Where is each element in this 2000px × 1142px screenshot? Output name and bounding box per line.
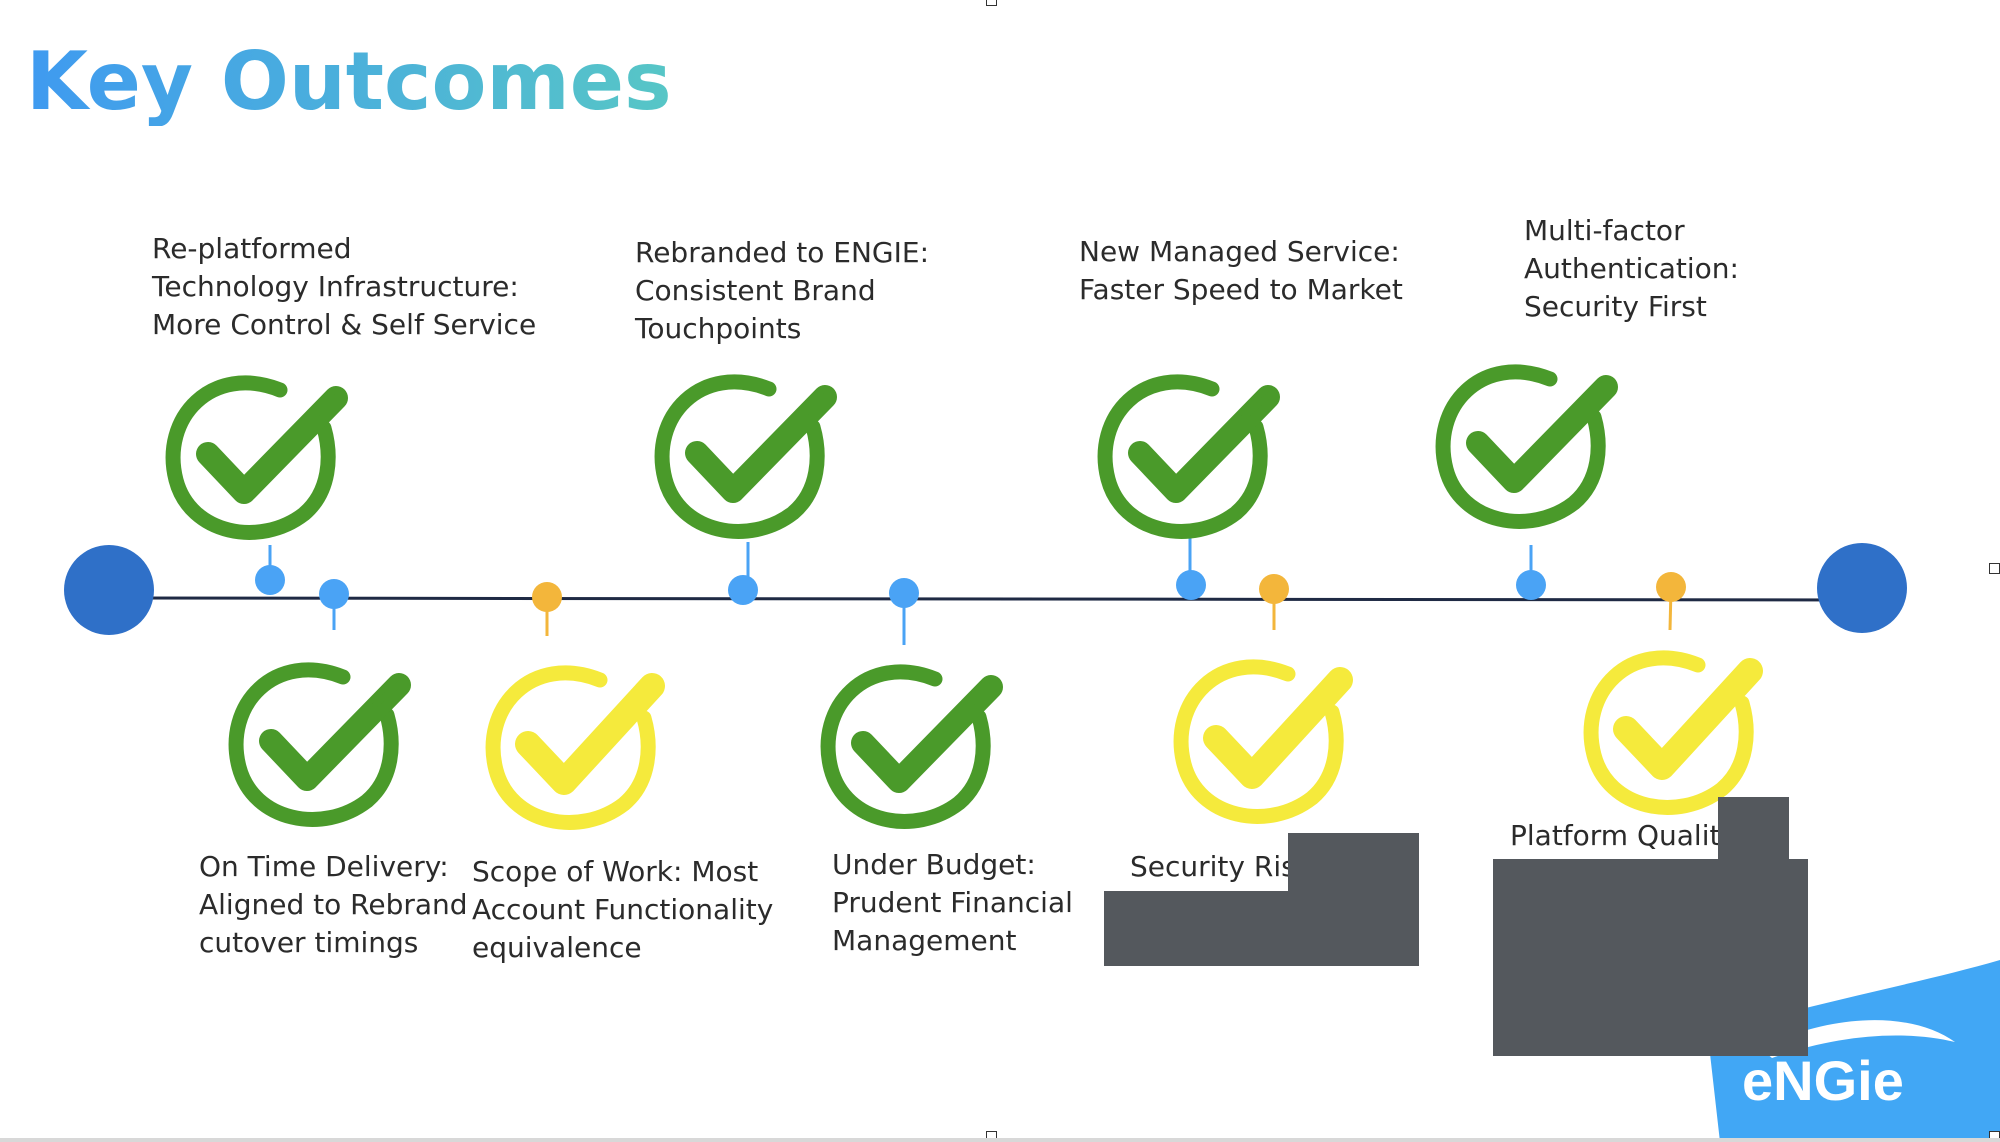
outcome-label-managed-service: New Managed Service: Faster Speed to Mar…	[1079, 233, 1403, 309]
label-line: Security First	[1524, 290, 1707, 323]
label-line: Account Functionality	[472, 893, 774, 926]
outcome-label-rebranded: Rebranded to ENGIE: Consistent Brand Tou…	[635, 234, 929, 348]
engie-logo: eNGie	[1708, 960, 2000, 1142]
green-check-icon	[828, 672, 997, 821]
label-line: Rebranded to ENGIE:	[635, 236, 930, 269]
outcome-label-security-risk: Security Risk	[1130, 848, 1312, 886]
selection-handle[interactable]	[1989, 563, 2000, 574]
label-line: Management	[832, 924, 1017, 957]
timeline-end-dot	[1817, 543, 1907, 633]
label-line: Multi-factor	[1524, 214, 1685, 247]
label-line: Re-platformed	[152, 232, 352, 265]
label-line: More Control & Self Service	[152, 308, 537, 341]
label-line: Security Risk	[1130, 850, 1312, 883]
outcome-label-mfa: Multi-factor Authentication: Security Fi…	[1524, 212, 1739, 326]
outcome-label-on-time: On Time Delivery: Aligned to Rebrand cut…	[199, 848, 468, 962]
label-line: Touchpoints	[635, 312, 802, 345]
outcome-label-scope: Scope of Work: Most Account Functionalit…	[472, 853, 773, 967]
green-check-icon	[1105, 382, 1274, 531]
label-line: cutover timings	[199, 926, 419, 959]
green-check-icon	[1443, 372, 1612, 521]
selection-handle[interactable]	[986, 0, 997, 6]
redaction-box	[1288, 833, 1419, 893]
label-line: Aligned to Rebrand	[199, 888, 468, 921]
redaction-box	[1718, 797, 1789, 859]
label-line: Authentication:	[1524, 252, 1739, 285]
yellow-check-icon	[493, 673, 652, 822]
green-check-icon	[173, 383, 342, 532]
green-check-icon	[236, 670, 405, 819]
green-check-icon	[662, 382, 831, 531]
timeline-start-dot	[64, 545, 154, 635]
label-line: Faster Speed to Market	[1079, 273, 1403, 306]
milestone-dot	[889, 578, 919, 608]
label-line: Scope of Work: Most	[472, 855, 759, 888]
milestone-dot	[319, 579, 349, 609]
milestone-stems	[268, 534, 1673, 645]
engie-logo-text: eNGie	[1742, 1049, 1904, 1112]
outcome-label-replatformed: Re-platformed Technology Infrastructure:…	[152, 230, 536, 344]
slide-bottom-border	[0, 1138, 2000, 1142]
label-line: Technology Infrastructure:	[152, 270, 519, 303]
redaction-box	[1493, 859, 1808, 1056]
timeline-line	[107, 596, 1863, 602]
label-line: Consistent Brand	[635, 274, 876, 307]
label-line: Under Budget:	[832, 848, 1036, 881]
milestone-dot	[1516, 570, 1546, 600]
milestone-dot	[728, 575, 758, 605]
outcome-label-platform-quality: Platform Quality:	[1510, 817, 1744, 855]
label-line: Prudent Financial	[832, 886, 1073, 919]
milestone-dot	[1176, 570, 1206, 600]
milestone-dot	[1259, 574, 1289, 604]
label-line: Platform Quality:	[1510, 819, 1745, 852]
label-line: equivalence	[472, 931, 642, 964]
slide-title: Key Outcomes	[26, 35, 672, 128]
redaction-box	[1104, 891, 1419, 966]
milestone-dot	[255, 565, 285, 595]
milestone-dot	[1656, 572, 1686, 602]
label-line: New Managed Service:	[1079, 235, 1400, 268]
outcome-label-under-budget: Under Budget: Prudent Financial Manageme…	[832, 846, 1073, 960]
label-line: On Time Delivery:	[199, 850, 449, 883]
milestone-dot	[532, 582, 562, 612]
yellow-check-icon	[1181, 667, 1340, 816]
yellow-check-icon	[1591, 658, 1750, 807]
